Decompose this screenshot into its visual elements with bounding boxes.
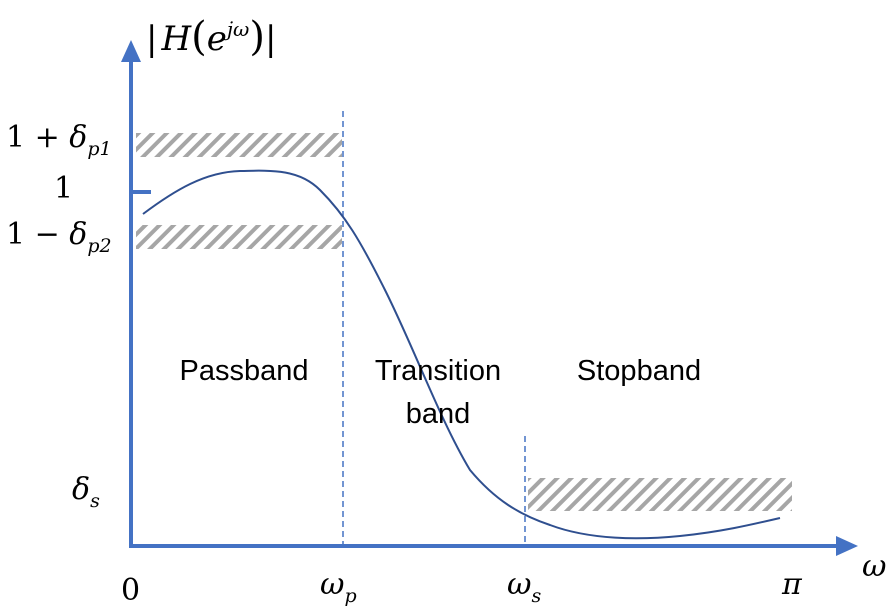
passband-edge-omega: ω	[320, 567, 344, 602]
y-axis-label-e: e	[207, 19, 227, 59]
y-axis-label-paren-open: (	[191, 14, 207, 60]
stopband-edge-omega: ω	[507, 567, 531, 602]
stopband-tolerance-band	[528, 478, 792, 511]
lower-tolerance-delta: δ	[69, 217, 87, 252]
transition-band-label-line2: band	[406, 398, 471, 430]
x-axis-arrowhead	[836, 536, 858, 556]
stopband-tolerance-label: δs	[72, 472, 100, 512]
y-axis-label-bar-open: |	[146, 19, 157, 59]
upper-tolerance-subscript: p1	[87, 138, 111, 160]
y-axis-label: |H(ejω)|	[146, 14, 276, 60]
lower-passband-tolerance-band	[136, 225, 342, 249]
lower-tolerance-subscript: p2	[87, 235, 111, 257]
unity-label: 1	[54, 171, 73, 206]
transition-band-label-line1: Transition	[375, 355, 501, 387]
lower-tolerance-label: 1 − δp2	[6, 217, 112, 257]
stopband-tolerance-subscript: s	[90, 490, 100, 512]
y-axis-arrowhead	[121, 40, 141, 62]
x-axis-label: ω	[862, 549, 886, 584]
y-axis-label-paren-close: )	[249, 14, 265, 60]
passband-region-label: Passband	[180, 355, 309, 387]
y-axis-label-exponent: jω	[223, 17, 250, 41]
stopband-tolerance-delta: δ	[72, 472, 90, 507]
lower-tolerance-prefix: 1 −	[6, 217, 69, 252]
stopband-edge-subscript: s	[531, 585, 541, 607]
y-axis-label-bar-close: |	[265, 19, 276, 59]
stopband-edge-label: ωs	[507, 567, 541, 607]
upper-tolerance-delta: δ	[69, 120, 87, 155]
upper-tolerance-prefix: 1 +	[6, 120, 69, 155]
x-origin-label: 0	[121, 573, 140, 608]
passband-edge-label: ωp	[320, 567, 357, 607]
y-axis-label-H: H	[160, 19, 192, 59]
upper-tolerance-label: 1 + δp1	[6, 120, 112, 160]
upper-passband-tolerance-band	[136, 133, 342, 157]
passband-edge-subscript: p	[344, 585, 356, 607]
x-pi-label: π	[781, 567, 803, 602]
magnitude-response-curve	[142, 169, 781, 540]
stopband-region-label: Stopband	[577, 355, 701, 387]
